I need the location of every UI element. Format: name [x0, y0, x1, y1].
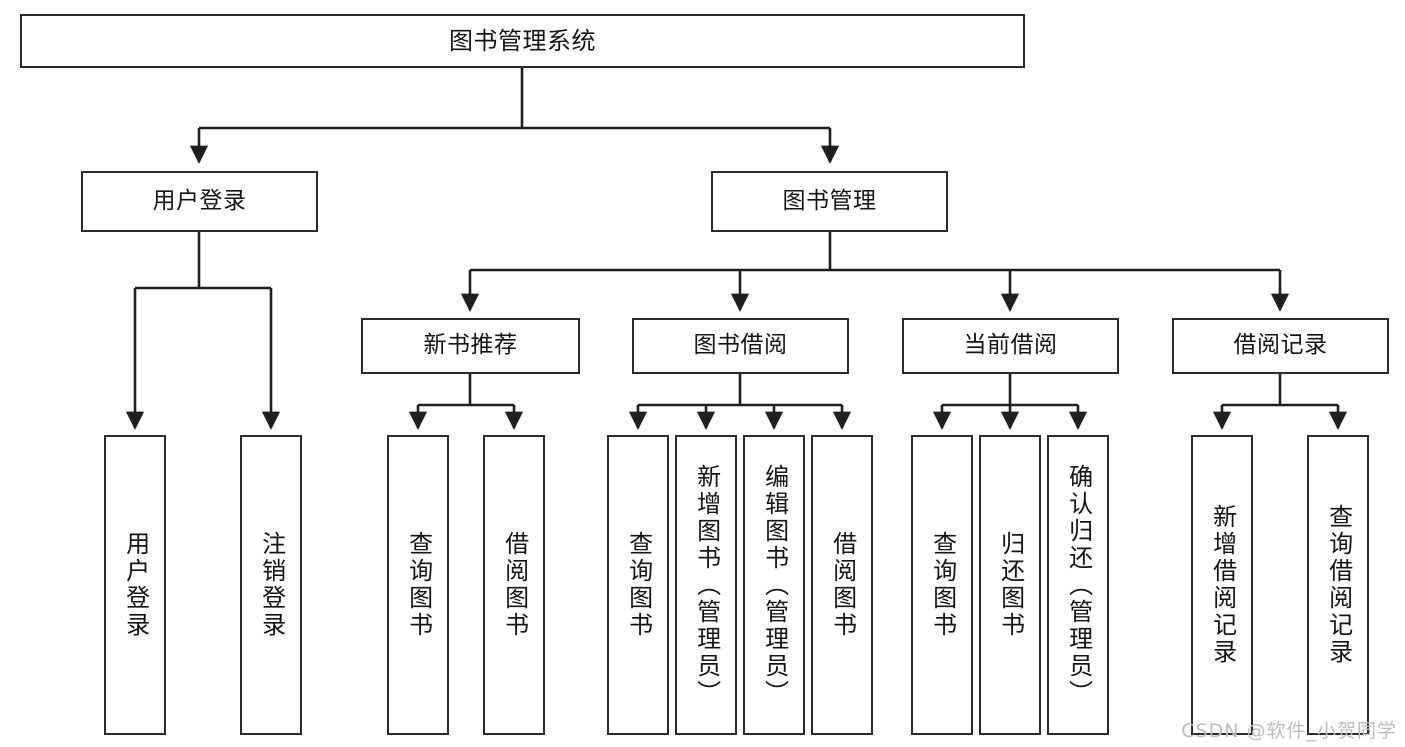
leaf-borrow-book[interactable]: 借阅图书: [811, 435, 873, 735]
node-label: 查询图书: [928, 531, 957, 639]
node-label: 图书借阅: [693, 332, 788, 359]
node-book-manage[interactable]: 图书管理: [711, 171, 948, 232]
leaf-query-borrow-record[interactable]: 查询借阅记录: [1307, 435, 1369, 735]
leaf-query-book-new[interactable]: 查询图书: [387, 435, 449, 735]
node-label: 编辑图书（管理员）: [760, 463, 789, 707]
node-book-borrow[interactable]: 图书借阅: [632, 318, 849, 374]
node-label: 查询借阅记录: [1324, 504, 1353, 666]
node-label: 当前借阅: [963, 332, 1058, 359]
node-label: 图书管理: [782, 187, 877, 214]
node-label: 新书推荐: [423, 332, 518, 359]
leaf-query-book-current[interactable]: 查询图书: [911, 435, 973, 735]
node-label: 用户登录: [121, 531, 150, 639]
node-root-system[interactable]: 图书管理系统: [20, 14, 1025, 68]
node-new-book-recommend[interactable]: 新书推荐: [361, 318, 580, 374]
leaf-add-borrow-record[interactable]: 新增借阅记录: [1191, 435, 1253, 735]
node-user-login[interactable]: 用户登录: [81, 171, 318, 232]
leaf-return-book[interactable]: 归还图书: [979, 435, 1041, 735]
leaf-edit-book[interactable]: 编辑图书（管理员）: [743, 435, 805, 735]
leaf-query-book-borrow[interactable]: 查询图书: [607, 435, 669, 735]
leaf-add-book[interactable]: 新增图书（管理员）: [675, 435, 737, 735]
node-label: 查询图书: [624, 531, 653, 639]
node-label: 确认归还（管理员）: [1064, 463, 1093, 707]
node-label: 查询图书: [404, 531, 433, 639]
node-label: 借阅记录: [1233, 332, 1328, 359]
leaf-confirm-return[interactable]: 确认归还（管理员）: [1047, 435, 1109, 735]
leaf-logout[interactable]: 注销登录: [240, 435, 302, 735]
leaf-borrow-book-new[interactable]: 借阅图书: [483, 435, 545, 735]
node-label: 新增图书（管理员）: [692, 463, 721, 707]
csdn-watermark: CSDN @软件_小贺同学: [1181, 720, 1397, 742]
node-current-borrow[interactable]: 当前借阅: [902, 318, 1119, 374]
leaf-user-login[interactable]: 用户登录: [104, 435, 166, 735]
node-label: 注销登录: [257, 531, 286, 639]
node-label: 借阅图书: [828, 531, 857, 639]
node-label: 借阅图书: [500, 531, 529, 639]
node-label: 图书管理系统: [449, 26, 596, 55]
node-label: 用户登录: [152, 187, 247, 214]
node-borrow-record[interactable]: 借阅记录: [1172, 318, 1389, 374]
node-label: 归还图书: [996, 531, 1025, 639]
node-label: 新增借阅记录: [1208, 504, 1237, 666]
